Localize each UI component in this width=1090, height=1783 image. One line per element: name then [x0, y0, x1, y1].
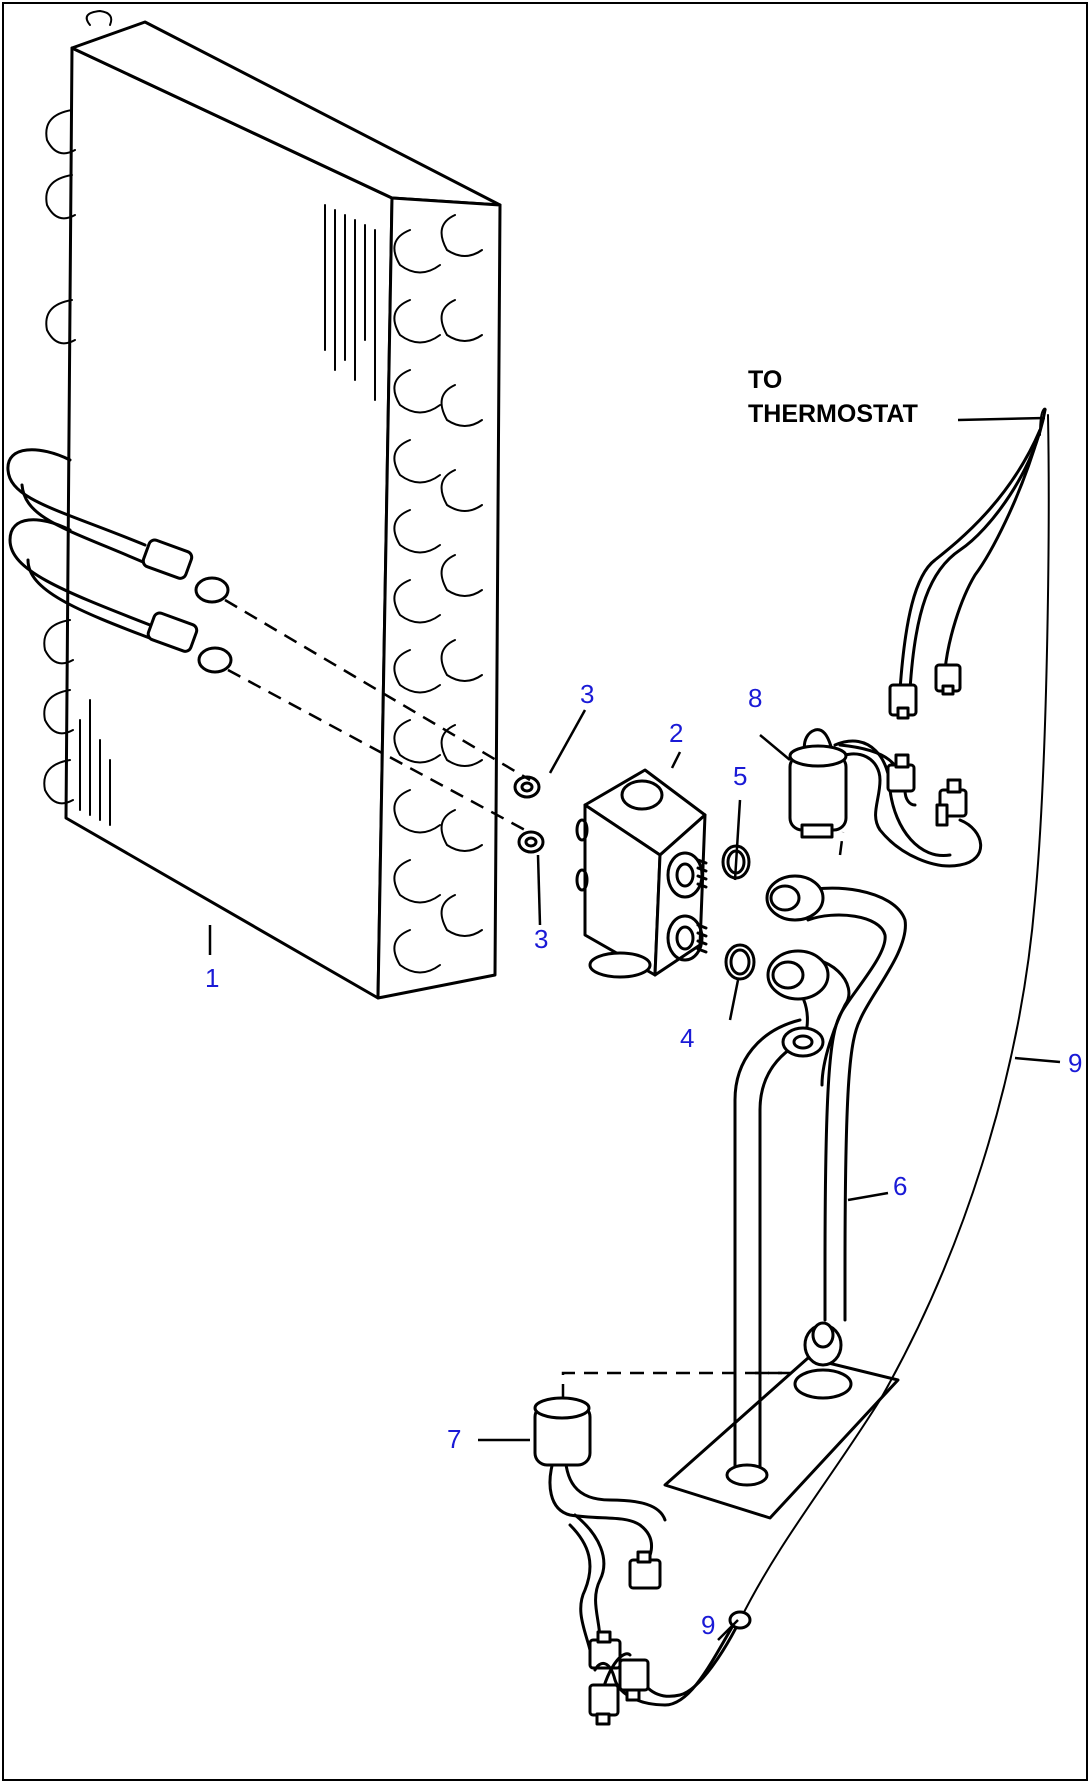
callout-3-lower: 3: [534, 924, 548, 954]
switch-item-7: [533, 1396, 667, 1670]
callout-4: 4: [680, 1023, 694, 1053]
callout-3-upper: 3: [580, 679, 594, 709]
evaporator-core: [6, 10, 502, 1000]
callout-7: 7: [447, 1424, 461, 1454]
assembly-lines: [224, 598, 845, 1398]
o-rings-item-3: [513, 775, 545, 854]
callout-6: 6: [893, 1171, 907, 1201]
callout-9-right: 9: [1068, 1048, 1082, 1078]
callout-9-lower: 9: [701, 1610, 715, 1640]
callout-2: 2: [669, 718, 683, 748]
note-line-1: TO: [748, 366, 782, 394]
callout-5: 5: [733, 761, 747, 791]
thermostat-leads: [739, 407, 1050, 1621]
callout-8: 8: [748, 683, 762, 713]
thermostat-note: TO THERMOSTAT: [748, 366, 918, 428]
leader-lines: [208, 416, 1061, 1641]
o-rings-items-4-5: [721, 844, 756, 981]
harness-item-9: [588, 1610, 752, 1726]
tube-assembly: [663, 874, 907, 1520]
note-line-2: THERMOSTAT: [748, 400, 918, 428]
switch-item-8: [788, 728, 983, 868]
callout-1: 1: [205, 963, 219, 993]
callout-labels: 1 2 3 3 4 5 6 7 8 9 9: [205, 679, 1082, 1640]
expansion-valve: [575, 768, 708, 979]
